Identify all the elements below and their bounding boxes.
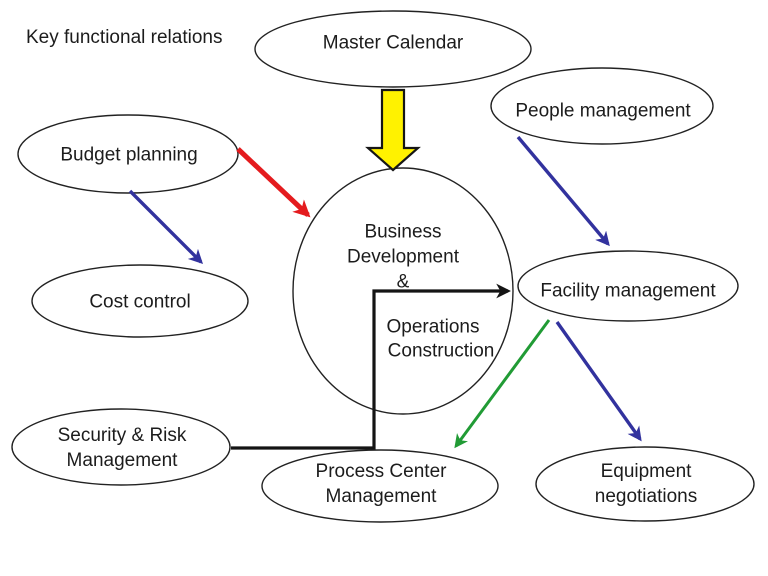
node-label-process-center: Process Center Management: [316, 459, 447, 509]
red-arrow-budget-to-business: [236, 147, 311, 218]
business-development-line1: Business: [364, 221, 442, 243]
security-risk-ellipse: [11, 408, 231, 486]
people-management-ellipse: [490, 67, 714, 145]
equipment-negotiations-ellipse: [535, 446, 755, 522]
node-label-master-calendar: Master Calendar: [322, 32, 464, 54]
budget-planning-ellipse: [17, 114, 239, 194]
blue-arrow-budget-to-cost: [128, 189, 204, 265]
business-development-line4: Operations: [386, 316, 480, 338]
business-development-line2: Development: [347, 246, 459, 268]
cost-control-ellipse: [31, 264, 249, 338]
node-label-equipment-negotiations: Equipment negotiations: [595, 459, 697, 509]
business-development-line5: Construction: [387, 340, 495, 362]
node-label-facility-management: Facility management: [540, 280, 716, 302]
facility-management-ellipse: [517, 250, 739, 322]
blue-arrow-people-to-facility: [516, 135, 610, 247]
process-center-line2: Management: [325, 486, 437, 507]
process-center-ellipse: [261, 449, 499, 523]
blue-arrow-facility-to-equipment: [555, 321, 642, 442]
process-center-line1: Process Center: [315, 461, 447, 482]
node-label-cost-control: Cost control: [89, 291, 191, 313]
master-calendar-ellipse: [254, 10, 532, 88]
security-risk-line1: Security & Risk: [57, 425, 187, 446]
diagram-title: Key functional relations: [26, 27, 223, 48]
node-label-budget-planning: Budget planning: [60, 144, 198, 166]
node-label-people-management: People management: [515, 100, 691, 122]
yellow-down-arrow: [365, 88, 421, 172]
node-label-business-development: Business Development &: [347, 220, 459, 295]
security-risk-line2: Management: [66, 450, 178, 471]
equipment-negotiations-line2: negotiations: [594, 486, 698, 507]
business-development-line3: &: [396, 271, 410, 293]
node-label-security-risk: Security & Risk Management: [58, 423, 187, 473]
black-elbow-connector: [231, 283, 511, 450]
green-arrow-facility-to-process: [454, 319, 551, 449]
equipment-negotiations-line1: Equipment: [600, 461, 692, 482]
